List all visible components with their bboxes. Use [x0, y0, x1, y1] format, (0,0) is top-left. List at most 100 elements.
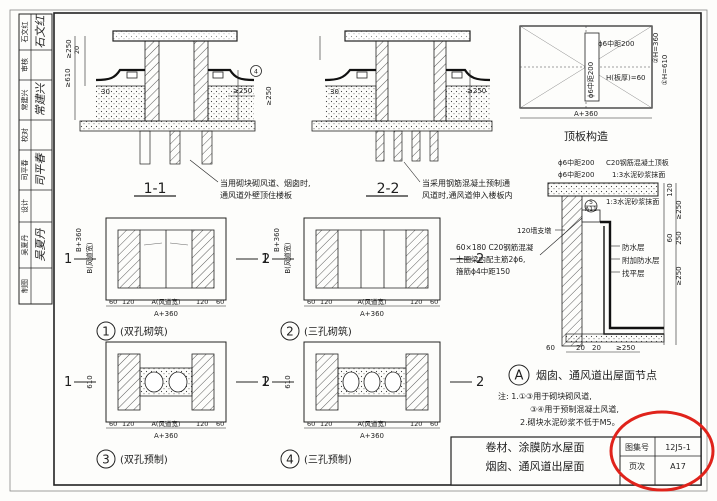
- atlas-label: 图集号: [625, 442, 649, 452]
- plan2-cut-left: 2: [262, 252, 270, 267]
- detailA-rebar-2: ϕ6中距200: [558, 170, 594, 179]
- plan3-number: 3: [102, 453, 110, 467]
- plan-4: 2 2 610 60 120 A(风道宽) 120 60 A+360 4 (三孔…: [262, 341, 484, 469]
- detailA-marker-num: 5: [589, 199, 593, 206]
- plan1-number: 1: [102, 325, 110, 339]
- detailA-dim-2: 20: [576, 344, 585, 352]
- detail-A: ϕ6中距200 ϕ6中距200 C20钢筋混凝土顶板 1:3水泥砂浆抹面 1:3…: [456, 158, 683, 353]
- plan2-number-circle: [280, 321, 300, 341]
- drawing-frame: [53, 12, 702, 486]
- section2-title: 2-2: [377, 181, 400, 197]
- plan4-caption: (三孔预制): [304, 453, 352, 466]
- plan3-dim-4: 120: [196, 420, 208, 428]
- slab-rebar-1: ϕ6中距200: [598, 39, 634, 48]
- strip-label-7: 吴夏丹: [21, 235, 29, 256]
- plan4-left-dim: 610: [284, 375, 292, 388]
- plan-2: 2 2 B+360 B(风道宽) 60 120 A(风道宽) 120 60 A+…: [262, 217, 484, 341]
- page-label: 页次: [629, 461, 645, 471]
- plan3-cut-left: 1: [64, 375, 72, 390]
- plan4-dim-2: 120: [320, 420, 332, 428]
- detailA-c20: C20钢筋混凝土顶板: [606, 158, 669, 167]
- plan4-dim-3: A(风道宽): [357, 419, 386, 428]
- section1-dim-30: 30: [101, 88, 110, 96]
- detailA-mortar-2: 1:3水泥砂浆抹面: [606, 197, 659, 206]
- plan1-dim-4: 120: [196, 298, 208, 306]
- strip-label-4: 校对: [20, 128, 29, 142]
- detailA-mortar-1: 1:3水泥砂浆抹面: [612, 170, 665, 179]
- detailA-beam-line2: 土圈梁内配主筋2ϕ6,: [456, 254, 525, 264]
- section2-note-line1: 当采用钢筋混凝土预制通: [422, 178, 510, 188]
- plan1-dim-5: 60: [216, 298, 224, 306]
- slab-rebar-2: ϕ6中距200: [586, 62, 595, 98]
- detailA-layer-3: 找平层: [622, 268, 645, 278]
- detailA-beam: 60×180 C20钢筋混凝 土圈梁内配主筋2ϕ6, 箍筋ϕ4中距150: [456, 242, 536, 276]
- strip-label-8: 制图: [20, 279, 29, 293]
- detailA-rebar-1: ϕ6中距200: [558, 158, 594, 167]
- plan-3: 1 1 610 60 120 A(风道宽) 120 60 A+360 3 (双孔…: [64, 341, 269, 469]
- section1-dim-250b: ≥250: [233, 87, 252, 95]
- plan4-dim-1: 60: [307, 420, 315, 428]
- detailA-layer-2: 附加防水层: [622, 255, 660, 265]
- plan3-cut-right: 1: [261, 375, 269, 390]
- notes: 注: 1.①③用于砌块砌风道, ③④用于预制混凝土风道, 2.砌块水泥砂浆不低于…: [498, 391, 620, 427]
- plan2-dim-3: A(风道宽): [357, 297, 386, 306]
- plan4-number-circle: [280, 449, 300, 469]
- slab-side-dim-1: ②H=360: [652, 33, 660, 64]
- plan1-dim-1: 60: [109, 298, 117, 306]
- detailA-dim-9: ≥250: [675, 266, 683, 285]
- roof-slab-detail: ϕ6中距200 ϕ6中距200 H(板厚)=60 ②H=360 ①H=610 A…: [519, 25, 669, 143]
- plan4-cut-right: 2: [476, 375, 484, 390]
- section1-dim-20: 20: [73, 46, 81, 54]
- section-2-2: 30 ≥250 2-2 当采用钢筋混凝土预制通 风道时,通风道伸入楼板内: [311, 30, 513, 200]
- strip-signature-7: 吴夏丹: [34, 228, 47, 262]
- section1-note: 当用砌块砌风道、烟囱时, 通风道外壁顶住楼板: [220, 178, 313, 200]
- section-1-1: ≥250 ≥610 30 ≥250 ≥250 20 4 1-1 当用砌块砌风道、…: [64, 30, 313, 200]
- plan3-dim-3: A(风道宽): [151, 419, 180, 428]
- plan2-dim-5: 60: [430, 298, 438, 306]
- plan3-total: A+360: [154, 432, 178, 440]
- notes-line3: 2.砌块水泥砂浆不低于M5。: [520, 417, 620, 427]
- section1-marker: [250, 65, 262, 77]
- approval-strip: 石文红 石文红 审核 常建兴 常建兴 校对 司平春 司平春 设计 吴夏丹 吴夏丹…: [18, 13, 53, 305]
- caption-A-letter: A: [515, 369, 524, 384]
- strip-label-3: 常建兴: [20, 90, 29, 111]
- sheet-border: [9, 9, 708, 492]
- detailA-marker-ref: A11: [585, 206, 597, 213]
- section2-note-line2: 风道时,通风道伸入楼板内: [422, 190, 513, 200]
- plan3-number-circle: [96, 449, 116, 469]
- plan2-dim-4: 120: [410, 298, 422, 306]
- plan2-left-dim-2: B(风道宽): [283, 242, 292, 274]
- detailA-dim-8: 60: [546, 344, 555, 352]
- plan1-cut-right: 1: [261, 252, 269, 267]
- strip-label-1: 石文红: [20, 22, 29, 43]
- plan4-cut-left: 2: [262, 375, 270, 390]
- detailA-dim-7: ≥250: [616, 344, 635, 352]
- detailA-wall: 120墙支墩: [517, 226, 551, 235]
- strip-signature-5: 司平春: [34, 153, 47, 187]
- slab-side-dim-2: ①H=610: [661, 55, 669, 86]
- plan2-dim-2: 120: [320, 298, 332, 306]
- title-block: 卷材、涂膜防水屋面 烟囱、通风道出屋面 图集号 12J5-1 页次 A17: [450, 436, 702, 486]
- plan-1: 1 1 B+360 B(风道宽) 60 120 A(风道宽) 120 60 A+…: [64, 217, 269, 341]
- section1-dim-250: ≥250: [65, 39, 73, 58]
- atlas-number: 12J5-1: [665, 443, 691, 452]
- section1-dim-610: ≥610: [64, 68, 72, 87]
- plan1-dim-2: 120: [122, 298, 134, 306]
- detailA-dim-6: 250: [675, 231, 683, 244]
- notes-line2: ③④用于预制混凝土风道,: [530, 404, 619, 414]
- plan1-total: A+360: [154, 310, 178, 318]
- detailA-dim-1: 120: [666, 183, 674, 196]
- detailA-beam-line3: 箍筋ϕ4中距150: [456, 266, 510, 276]
- plan1-dim-3: A(风道宽): [151, 297, 180, 306]
- plan1-left-dim-2: B(风道宽): [85, 242, 94, 274]
- highlight-ellipse: [609, 410, 715, 492]
- plan2-left-dim-1: B+360: [273, 228, 281, 252]
- plan3-left-dim: 610: [86, 375, 94, 388]
- strip-label-5: 司平春: [20, 160, 29, 181]
- plan1-number-circle: [96, 321, 116, 341]
- plan2-total: A+360: [360, 310, 384, 318]
- section2-note: 当采用钢筋混凝土预制通 风道时,通风道伸入楼板内: [422, 178, 513, 200]
- section1-note-line1: 当用砌块砌风道、烟囱时,: [220, 178, 311, 188]
